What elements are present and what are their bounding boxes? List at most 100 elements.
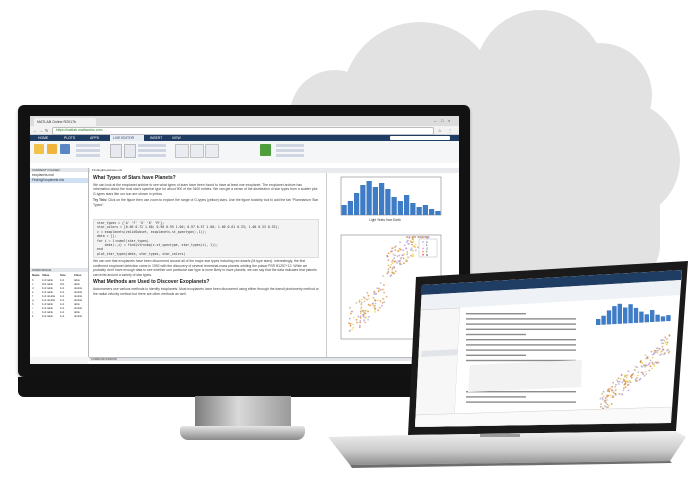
workspace-cell[interactable]: e [32, 291, 34, 294]
workspace-cell[interactable]: double [74, 315, 83, 318]
left-panel-footer [30, 357, 88, 364]
workspace-cell[interactable]: 1x4 table [42, 315, 53, 318]
histogram-bar [410, 203, 416, 215]
scatter-point [361, 309, 364, 312]
workspace-cell[interactable]: 3x4 table [42, 283, 53, 286]
file-item-selected[interactable]: FindingExoplanets.mlx [30, 178, 88, 183]
scatter-point [415, 249, 417, 252]
url-input[interactable]: https://matlab.mathworks.com [52, 127, 434, 135]
browser-tab[interactable]: MATLAB Online R2017b [34, 118, 96, 126]
scatter-point [425, 236, 428, 238]
current-folder-header: CURRENT FOLDER [30, 168, 88, 172]
workspace-cell[interactable]: d [32, 287, 34, 290]
workspace-cell[interactable]: h [32, 303, 34, 306]
reload-icon[interactable]: ↻ [45, 127, 49, 133]
workspace-cell[interactable]: 1x4 table [42, 311, 53, 314]
run-icon[interactable] [260, 144, 271, 156]
workspace-cell[interactable]: 1x3 table [42, 303, 53, 306]
workspace-cell[interactable]: 1x4 double [42, 295, 56, 298]
workspace-column-header[interactable]: Size [60, 273, 66, 277]
scatter-point [398, 263, 401, 266]
workspace-cell[interactable]: c [32, 283, 34, 286]
workspace-cell[interactable]: 1x1 [60, 307, 65, 310]
tab-view[interactable]: VIEW [172, 135, 181, 140]
workspace-cell[interactable]: k [32, 315, 34, 318]
file-item[interactable]: exoplanets.mat [32, 173, 54, 177]
new-icon[interactable] [34, 144, 44, 154]
scatter-point [406, 236, 409, 238]
workspace-cell[interactable]: 3x1 [60, 283, 65, 286]
forward-icon[interactable]: → [39, 127, 43, 133]
scatter-point [372, 302, 374, 305]
maximize-icon[interactable]: □ [441, 118, 444, 123]
workspace-cell[interactable]: table [74, 279, 80, 282]
tab-insert[interactable]: INSERT [150, 135, 163, 140]
workspace-cell[interactable]: b [32, 279, 34, 282]
minimize-icon[interactable]: – [434, 118, 437, 123]
workspace-cell[interactable]: double [74, 307, 83, 310]
workspace-cell[interactable]: double [74, 287, 83, 290]
text-icon[interactable] [110, 144, 122, 158]
histogram-bar [341, 205, 347, 215]
command-window[interactable]: COMMAND WINDOW [89, 357, 459, 364]
scatter-point [399, 241, 401, 243]
workspace-cell[interactable]: i [32, 307, 33, 310]
editor-tab[interactable]: FindingExoplanets.mlx [90, 168, 140, 173]
workspace-cell[interactable]: 1x4 table [42, 307, 53, 310]
format-style-icon[interactable] [205, 144, 219, 158]
workspace-cell[interactable]: 1x1 [60, 279, 65, 282]
command-window-header: COMMAND WINDOW [89, 358, 459, 361]
scatter-point [403, 262, 405, 265]
scatter-point [366, 292, 369, 294]
tab-home[interactable]: HOME [38, 135, 49, 140]
tab-plots[interactable]: PLOTS [64, 135, 76, 140]
format-bold-icon[interactable] [175, 144, 189, 158]
workspace-cell[interactable]: 1x3 table [42, 279, 53, 282]
workspace-cell[interactable]: 1x1 [60, 299, 65, 302]
legend-entry: F [426, 243, 428, 247]
tab-apps[interactable]: APPS [90, 135, 100, 140]
workspace-cell[interactable]: 1x4 table [42, 287, 53, 290]
code-icon[interactable] [124, 144, 136, 158]
workspace-cell[interactable]: table [74, 283, 80, 286]
scatter-point [386, 255, 389, 258]
search-documentation-input[interactable] [390, 136, 450, 140]
workspace-cell[interactable]: 1x1 [60, 287, 65, 290]
workspace-cell[interactable]: 1x4 double [42, 299, 56, 302]
workspace-cell[interactable]: table [74, 303, 80, 306]
workspace-column-header[interactable]: Class [74, 273, 82, 277]
workspace-column-header[interactable]: Value [42, 273, 50, 277]
tab-live-editor[interactable]: LIVE EDITOR [110, 135, 144, 141]
scatter-point [414, 246, 416, 248]
star-icon[interactable]: ☆ [438, 127, 442, 133]
menu-icon[interactable]: ⋮ [448, 127, 452, 133]
back-icon[interactable]: ← [33, 127, 37, 133]
legend-entry: A [426, 240, 428, 244]
scatter-point [367, 303, 370, 306]
workspace-cell[interactable]: 1x4 table [42, 291, 53, 294]
workspace-column-header[interactable]: Name [32, 273, 40, 277]
workspace-cell[interactable]: table [74, 311, 80, 314]
workspace-cell[interactable]: 1x1 [60, 295, 65, 298]
workspace-cell[interactable]: g [32, 299, 34, 302]
workspace-cell[interactable]: f [32, 295, 33, 298]
workspace-cell[interactable]: double [74, 295, 83, 298]
workspace-cell[interactable]: double [74, 299, 83, 302]
workspace-cell[interactable]: 1x1 [60, 311, 65, 314]
scatter-point [387, 270, 390, 273]
scatter-point [409, 248, 412, 251]
workspace-cell[interactable]: 1x1 [60, 315, 65, 318]
workspace-cell[interactable]: j [32, 311, 33, 314]
format-italic-icon[interactable] [190, 144, 204, 158]
workspace-cell[interactable]: double [74, 291, 83, 294]
code-block[interactable]: star_types = {'A' 'F' 'G' 'K' 'M'}; star… [93, 219, 319, 258]
monitor-screen: MATLAB Online R2017b – □ × ← → ↻ https:/… [30, 116, 459, 364]
workspace-cell[interactable]: 1x1 [60, 303, 65, 306]
save-icon[interactable] [60, 144, 70, 154]
scatter-point [373, 293, 375, 295]
scatter-point [360, 298, 363, 301]
open-icon[interactable] [47, 144, 57, 154]
workspace-cell[interactable]: 1x1 [60, 291, 65, 294]
close-icon[interactable]: × [448, 118, 451, 123]
